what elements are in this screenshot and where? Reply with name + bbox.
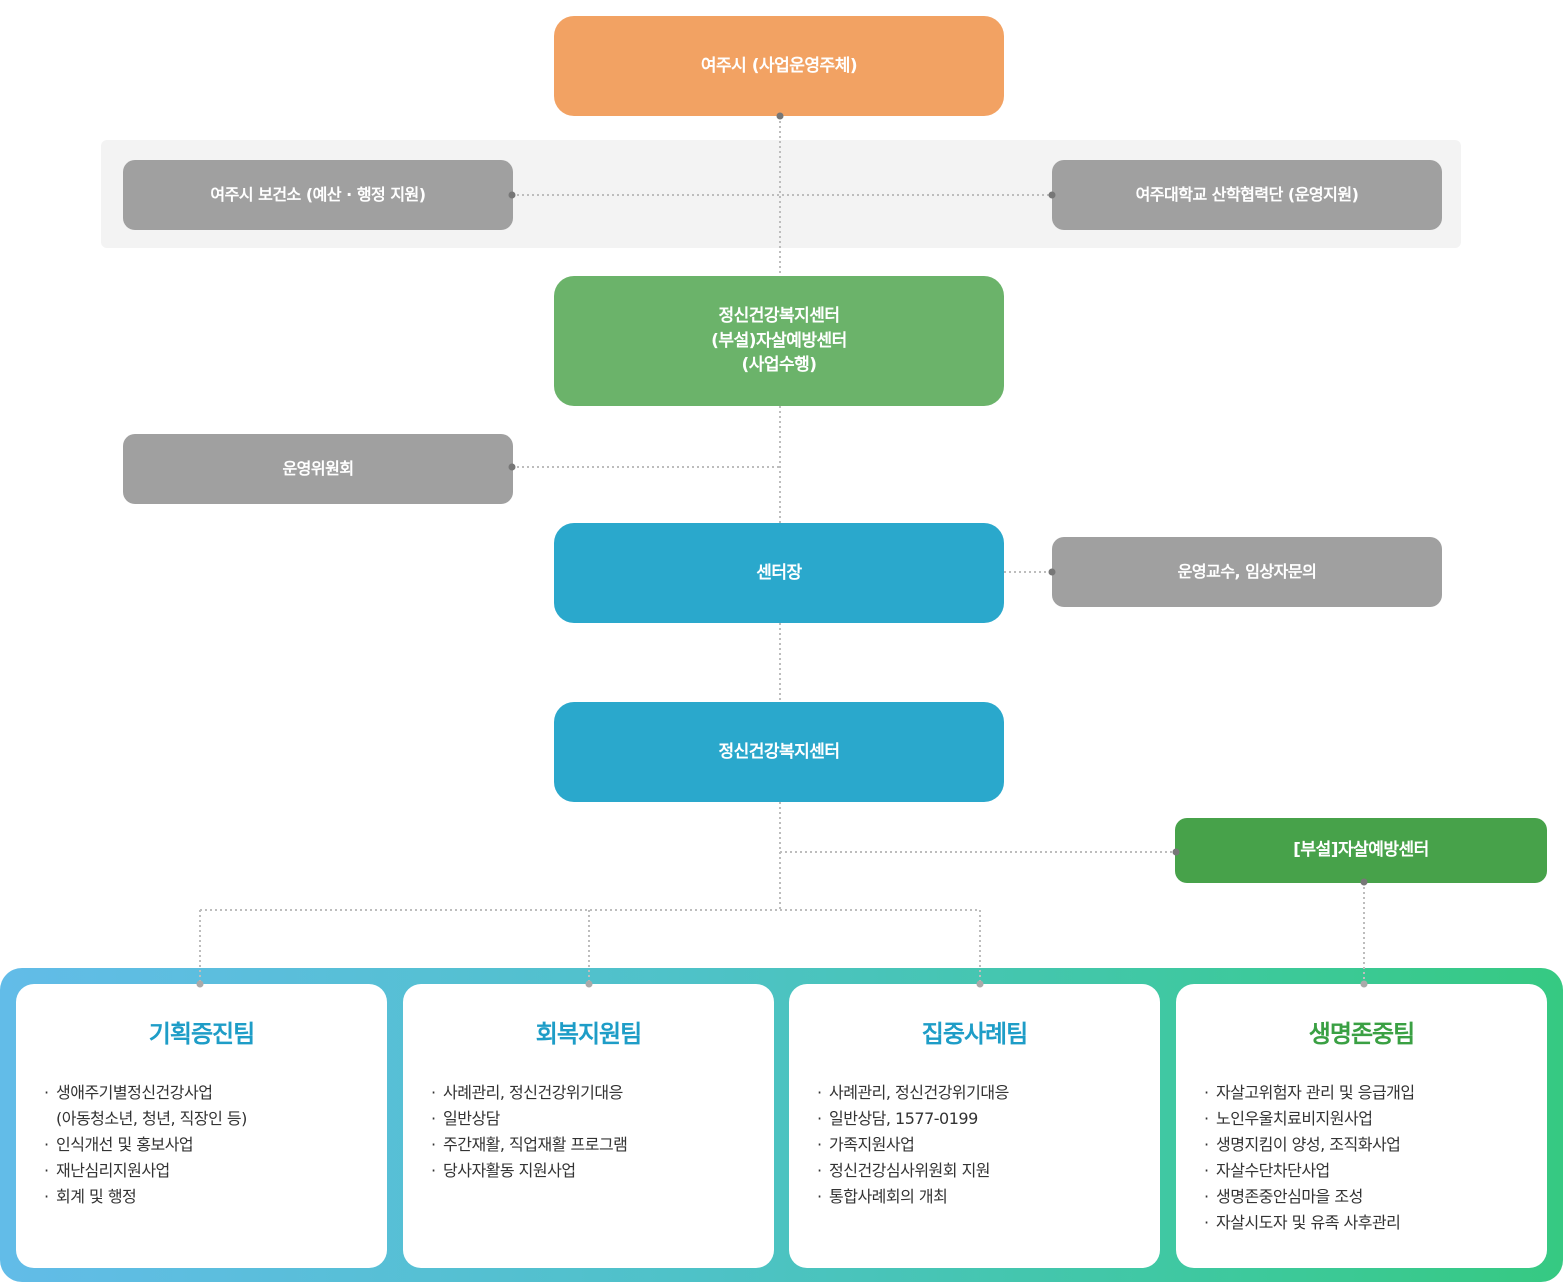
list-item: 노인우울치료비지원사업 xyxy=(1204,1106,1531,1132)
team-card-recovery: 회복지원팀 사례관리, 정신건강위기대응 일반상담 주간재활, 직업재활 프로그… xyxy=(403,984,774,1268)
list-item: 사례관리, 정신건강위기대응 xyxy=(817,1080,1144,1106)
team-item-list: 생애주기별정신건강사업 (아동청소년, 청년, 직장인 등) 인식개선 및 홍보… xyxy=(44,1080,371,1210)
team-title: 기획증진팀 xyxy=(148,1020,255,1048)
list-item: 자살수단차단사업 xyxy=(1204,1158,1531,1184)
team-card-planning: 기획증진팀 생애주기별정신건강사업 (아동청소년, 청년, 직장인 등) 인식개… xyxy=(16,984,387,1268)
node-suicide-center-label: [부설]자살예방센터 xyxy=(1293,840,1429,861)
list-item: 생명존중안심마을 조성 xyxy=(1204,1184,1531,1210)
list-item: 회계 및 행정 xyxy=(44,1184,371,1210)
list-item: 재난심리지원사업 xyxy=(44,1158,371,1184)
list-item: 생애주기별정신건강사업 xyxy=(44,1080,371,1106)
node-yeoju-city-label: 여주시 (사업운영주체) xyxy=(700,55,858,76)
list-item: 생명지킴이 양성, 조직화사업 xyxy=(1204,1132,1531,1158)
node-director-label: 센터장 xyxy=(756,562,802,583)
list-item: 일반상담, 1577-0199 xyxy=(817,1106,1144,1132)
list-item: (아동청소년, 청년, 직장인 등) xyxy=(56,1109,247,1128)
node-mh-center-line-1: 정신건강복지센터 xyxy=(718,306,840,327)
node-committee-label: 운영위원회 xyxy=(282,459,354,479)
team-title: 회복지원팀 xyxy=(535,1020,642,1048)
node-university-label: 여주대학교 산학협력단 (운영지원) xyxy=(1135,185,1359,205)
team-title: 집중사례팀 xyxy=(921,1020,1028,1048)
node-health-center-label: 여주시 보건소 (예산 · 행정 지원) xyxy=(210,185,426,205)
node-mh-center-line-2: (부설)자살예방센터 xyxy=(711,330,847,351)
list-item: 가족지원사업 xyxy=(817,1132,1144,1158)
list-item: 자살시도자 및 유족 사후관리 xyxy=(1204,1210,1531,1236)
team-item-list: 사례관리, 정신건강위기대응 일반상담, 1577-0199 가족지원사업 정신… xyxy=(817,1080,1144,1210)
node-mh-center-combined: 정신건강복지센터 (부설)자살예방센터 (사업수행) xyxy=(554,276,1004,406)
node-director: 센터장 xyxy=(554,523,1004,623)
node-health-center: 여주시 보건소 (예산 · 행정 지원) xyxy=(123,160,513,230)
node-mh-center: 정신건강복지센터 xyxy=(554,702,1004,802)
list-item: 정신건강심사위원회 지원 xyxy=(817,1158,1144,1184)
node-suicide-center: [부설]자살예방센터 xyxy=(1175,818,1547,883)
node-yeoju-city: 여주시 (사업운영주체) xyxy=(554,16,1004,116)
list-item: 당사자활동 지원사업 xyxy=(431,1158,758,1184)
list-item: 자살고위험자 관리 및 응급개입 xyxy=(1204,1080,1531,1106)
list-item: 주간재활, 직업재활 프로그램 xyxy=(431,1132,758,1158)
node-mh-center-label: 정신건강복지센터 xyxy=(718,741,840,762)
list-item: 통합사례회의 개최 xyxy=(817,1184,1144,1210)
team-card-life: 생명존중팀 자살고위험자 관리 및 응급개입 노인우울치료비지원사업 생명지킴이… xyxy=(1176,984,1547,1268)
list-item: 인식개선 및 홍보사업 xyxy=(44,1132,371,1158)
node-advisors-label: 운영교수, 임상자문의 xyxy=(1177,562,1317,582)
team-card-intensive: 집중사례팀 사례관리, 정신건강위기대응 일반상담, 1577-0199 가족지… xyxy=(789,984,1160,1268)
node-mh-center-line-3: (사업수행) xyxy=(741,355,817,376)
team-title: 생명존중팀 xyxy=(1308,1020,1415,1048)
list-item: 일반상담 xyxy=(431,1106,758,1132)
list-item: 사례관리, 정신건강위기대응 xyxy=(431,1080,758,1106)
team-item-list: 자살고위험자 관리 및 응급개입 노인우울치료비지원사업 생명지킴이 양성, 조… xyxy=(1204,1080,1531,1236)
node-advisors: 운영교수, 임상자문의 xyxy=(1052,537,1442,607)
team-item-list: 사례관리, 정신건강위기대응 일반상담 주간재활, 직업재활 프로그램 당사자활… xyxy=(431,1080,758,1184)
node-university: 여주대학교 산학협력단 (운영지원) xyxy=(1052,160,1442,230)
node-committee: 운영위원회 xyxy=(123,434,513,504)
